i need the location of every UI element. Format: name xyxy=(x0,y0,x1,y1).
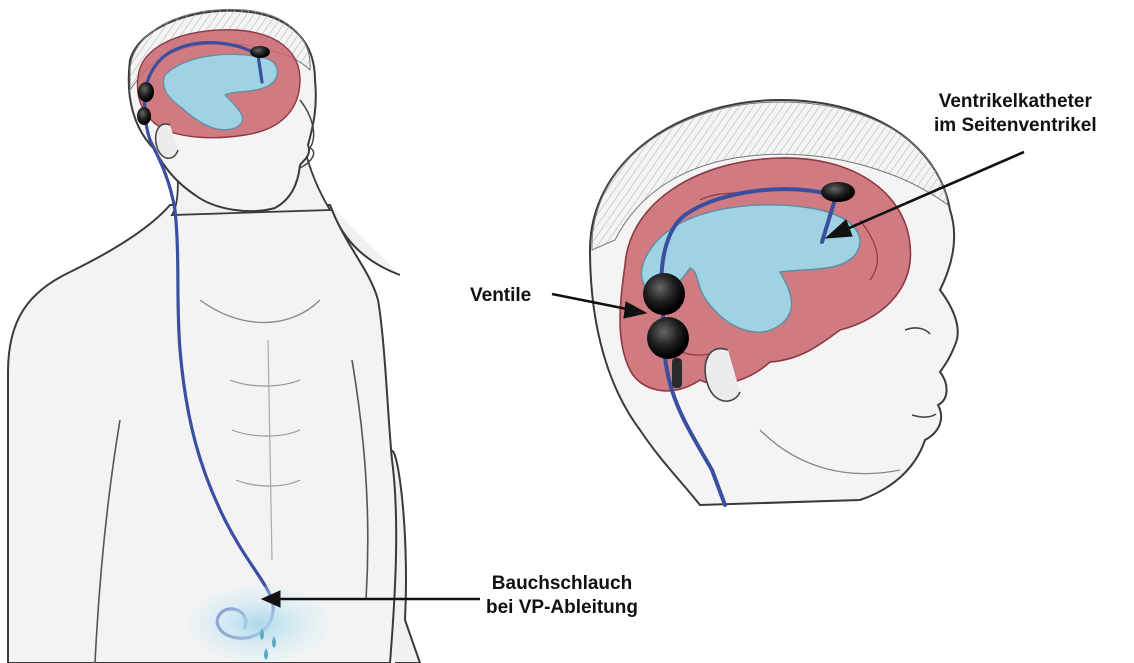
label-ventricular-catheter: Ventrikelkatheter im Seitenventrikel xyxy=(934,90,1097,138)
label-abdominal-tube-line2: bei VP-Ableitung xyxy=(486,596,638,620)
valve-small-2 xyxy=(137,107,151,125)
label-valves-text: Ventile xyxy=(470,284,531,308)
valve-small-1 xyxy=(138,82,154,102)
reservoir-small xyxy=(250,46,270,58)
abdominal-fluid xyxy=(186,586,330,662)
label-ventricular-catheter-line1: Ventrikelkatheter xyxy=(934,90,1097,114)
label-abdominal-tube-line1: Bauchschlauch xyxy=(486,572,638,596)
closeup-valve-connector xyxy=(672,358,682,388)
closeup-valve-1 xyxy=(643,273,685,315)
label-ventricular-catheter-line2: im Seitenventrikel xyxy=(934,114,1097,138)
head-closeup-figure xyxy=(590,100,958,505)
label-valves: Ventile xyxy=(470,284,531,308)
closeup-reservoir xyxy=(821,182,855,202)
full-body-figure xyxy=(8,9,420,663)
torso-fill xyxy=(8,205,396,663)
closeup-valve-2 xyxy=(647,317,689,359)
label-abdominal-tube: Bauchschlauch bei VP-Ableitung xyxy=(486,572,638,620)
